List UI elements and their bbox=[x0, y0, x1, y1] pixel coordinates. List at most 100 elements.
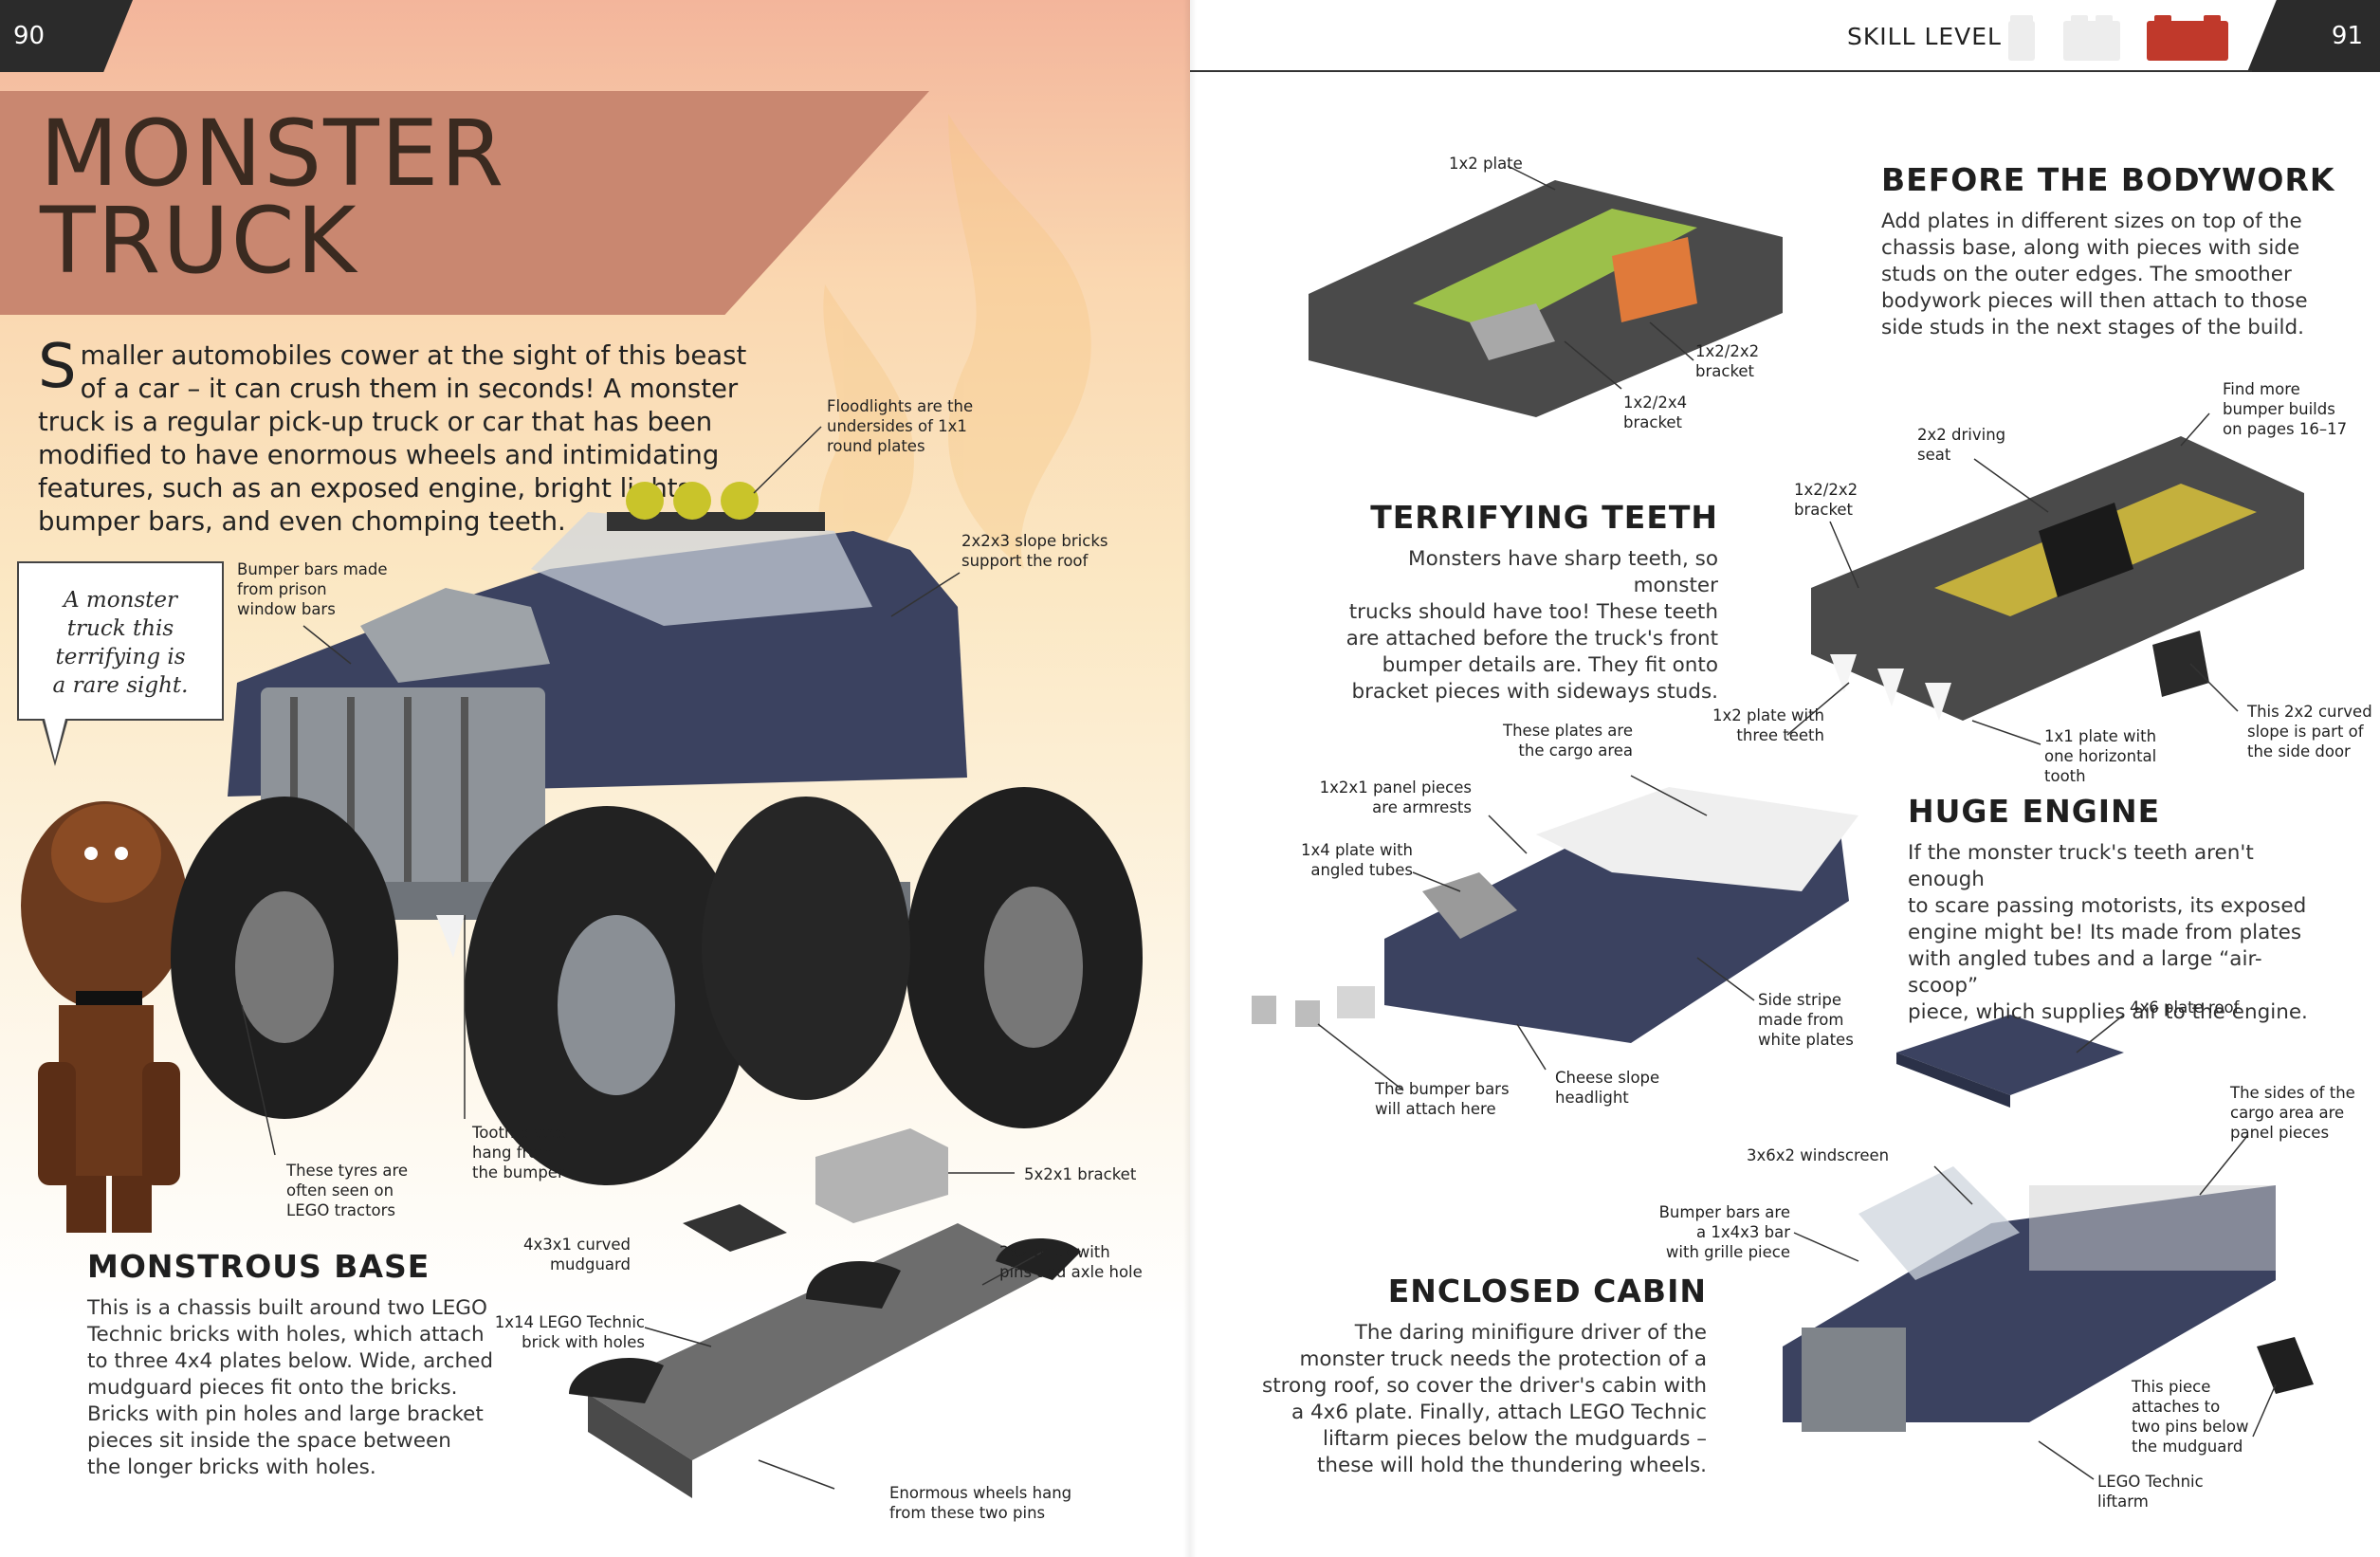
callout-bracket-1x2-2x2-a: 1x2/2x2 bracket bbox=[1695, 341, 1759, 381]
text-line: engine might be! Its made from plates bbox=[1908, 921, 2302, 944]
callout-line: 2x2x3 slope bricks bbox=[961, 532, 1108, 550]
bubble-tail-fill bbox=[45, 719, 65, 760]
callout-line: white plates bbox=[1758, 1031, 1854, 1049]
callout-line: LEGO Technic bbox=[2097, 1473, 2204, 1491]
text-line: to scare passing motorists, its exposed bbox=[1908, 894, 2307, 918]
callout-cheese-slope: Cheese slope headlight bbox=[1555, 1068, 1659, 1108]
callout-cargo-plates: These plates are the cargo area bbox=[1460, 721, 1633, 760]
callout-bracket-5x2x1: 5x2x1 bracket bbox=[1024, 1164, 1136, 1184]
callout-line: undersides of 1x1 bbox=[827, 417, 967, 435]
callout-line: Bumper bars are bbox=[1658, 1203, 1790, 1221]
text-terrifying-teeth: Monsters have sharp teeth, so monster tr… bbox=[1320, 546, 1718, 705]
callout-line: Bumper bars made bbox=[237, 560, 388, 578]
callout-cargo-sides: The sides of the cargo area are panel pi… bbox=[2230, 1083, 2355, 1143]
bubble-line: A monster bbox=[63, 588, 178, 613]
callout-line: from these two pins bbox=[889, 1504, 1046, 1522]
callout-line: bumper builds bbox=[2223, 400, 2335, 418]
callout-line: This 2x2 curved bbox=[2247, 703, 2372, 721]
text-line: Monsters have sharp teeth, so monster bbox=[1408, 547, 1718, 597]
skill-brick-2-icon bbox=[2063, 15, 2120, 61]
callout-line: bracket bbox=[1695, 362, 1755, 380]
text-line: piece, which supplies air to the engine. bbox=[1908, 1000, 2308, 1024]
callout-line: The bumper bars bbox=[1375, 1080, 1510, 1098]
text-line: with angled tubes and a large “air-scoop… bbox=[1908, 947, 2262, 998]
callout-bumper-bars: Bumper bars made from prison window bars bbox=[237, 559, 388, 619]
callout-curved-slope: This 2x2 curved slope is part of the sid… bbox=[2247, 702, 2372, 761]
callout-line: liftarm bbox=[2097, 1493, 2149, 1511]
callout-line: 1x2/2x4 bbox=[1623, 394, 1688, 412]
callout-side-stripe: Side stripe made from white plates bbox=[1758, 990, 1854, 1050]
text-line: side studs in the next stages of the bui… bbox=[1881, 316, 2304, 339]
callout-line: 4x6 plate roof bbox=[2130, 998, 2240, 1017]
callout-line: two pins below bbox=[2132, 1418, 2249, 1436]
callout-grille-bar: Bumper bars are a 1x4x3 bar with grille … bbox=[1612, 1202, 1790, 1262]
heading-monstrous-base: MONSTROUS BASE bbox=[87, 1248, 430, 1285]
callout-line: are armrests bbox=[1372, 798, 1472, 816]
callout-line: pins and axle hole bbox=[999, 1263, 1143, 1281]
text-line: chassis base, along with pieces with sid… bbox=[1881, 236, 2300, 260]
callout-line: 1x2x1 panel pieces bbox=[1319, 778, 1472, 797]
callout-horizontal-tooth: 1x1 plate with one horizontal tooth bbox=[2044, 726, 2156, 786]
callout-three-teeth: 1x2 plate with three teeth bbox=[1669, 705, 1824, 745]
callout-line: from prison bbox=[237, 580, 327, 598]
callout-line: Find more bbox=[2223, 380, 2300, 398]
title-line-2: TRUCK bbox=[40, 188, 358, 294]
heading-huge-engine: HUGE ENGINE bbox=[1908, 793, 2161, 830]
bubble-line: a rare sight. bbox=[52, 673, 189, 698]
text-huge-engine: If the monster truck's teeth aren't enou… bbox=[1908, 840, 2325, 1026]
intro-body: maller automobiles cower at the sight of… bbox=[38, 340, 747, 537]
text-line: bodywork pieces will then attach to thos… bbox=[1881, 289, 2308, 313]
text-line: the longer bricks with holes. bbox=[87, 1456, 376, 1479]
text-line: mudguard pieces fit onto the bricks. bbox=[87, 1376, 458, 1400]
callout-slope-bricks: 2x2x3 slope bricks support the roof bbox=[961, 531, 1108, 571]
heading-terrifying-teeth: TERRIFYING TEETH bbox=[1370, 499, 1718, 536]
callout-line: often seen on bbox=[286, 1181, 394, 1200]
callout-bracket-1x2-2x2-b: 1x2/2x2 bracket bbox=[1794, 480, 1858, 520]
callout-line: 1x4 plate with bbox=[1300, 841, 1413, 859]
callout-line: Floodlights are the bbox=[827, 397, 974, 415]
callout-bracket-1x2-2x4: 1x2/2x4 bracket bbox=[1623, 393, 1687, 432]
callout-plate-roof: 4x6 plate roof bbox=[2130, 998, 2239, 1017]
text-line: Bricks with pin holes and large bracket bbox=[87, 1402, 484, 1426]
callout-liftarm: LEGO Technic liftarm bbox=[2097, 1472, 2204, 1511]
callout-line: 1x2/2x2 bbox=[1695, 342, 1760, 360]
callout-line: the side door bbox=[2247, 742, 2351, 760]
bubble-line: terrifying is bbox=[55, 645, 186, 669]
callout-line: will attach here bbox=[1375, 1100, 1496, 1118]
callout-line: window bars bbox=[237, 600, 336, 618]
callout-line: headlight bbox=[1555, 1089, 1629, 1107]
text-line: Technic bricks with holes, which attach bbox=[87, 1323, 485, 1346]
callout-line: angled tubes bbox=[1310, 861, 1413, 879]
callout-line: 1x1 plate with bbox=[2044, 727, 2157, 745]
callout-more-bumpers: Find more bumper builds on pages 16–17 bbox=[2223, 379, 2347, 439]
callout-line: seat bbox=[1917, 446, 1951, 464]
callout-line: slope is part of bbox=[2247, 723, 2364, 741]
callout-line: Enormous wheels hang bbox=[889, 1484, 1072, 1502]
text-line: The daring minifigure driver of the bbox=[1354, 1321, 1707, 1345]
callout-driving-seat: 2x2 driving seat bbox=[1917, 425, 2005, 465]
callout-line: support the roof bbox=[961, 552, 1089, 570]
callout-line: attaches to bbox=[2132, 1398, 2221, 1416]
text-before-bodywork: Add plates in different sizes on top of … bbox=[1881, 209, 2336, 341]
callout-line: hang from bbox=[472, 1144, 554, 1162]
skill-brick-3-icon bbox=[2147, 15, 2228, 61]
callout-line: 1x14 LEGO Technic bbox=[494, 1313, 645, 1331]
heading-enclosed-cabin: ENCLOSED CABIN bbox=[1387, 1273, 1707, 1310]
callout-line: 5x2x1 bracket bbox=[1024, 1165, 1137, 1183]
bubble-line: truck this bbox=[66, 616, 174, 641]
callout-line: cargo area are bbox=[2230, 1104, 2345, 1122]
callout-line: with grille piece bbox=[1665, 1243, 1790, 1261]
speech-bubble: A monster truck this terrifying is a rar… bbox=[17, 561, 224, 721]
callout-line: Side stripe bbox=[1758, 991, 1841, 1009]
callout-line: made from bbox=[1758, 1011, 1844, 1029]
text-line: are attached before the truck's front bbox=[1346, 627, 1718, 650]
callout-line: LEGO tractors bbox=[286, 1201, 396, 1219]
callout-line: the bumper bbox=[472, 1163, 564, 1181]
callout-curved-mudguard: 4x3x1 curved mudguard bbox=[474, 1235, 631, 1274]
callout-line: This piece bbox=[2132, 1378, 2211, 1396]
callout-line: 2x2 driving bbox=[1917, 426, 2006, 444]
callout-line: the mudguard bbox=[2132, 1438, 2243, 1456]
heading-before-bodywork: BEFORE THE BODYWORK bbox=[1881, 161, 2335, 198]
callout-line: The sides of the bbox=[2230, 1084, 2355, 1102]
